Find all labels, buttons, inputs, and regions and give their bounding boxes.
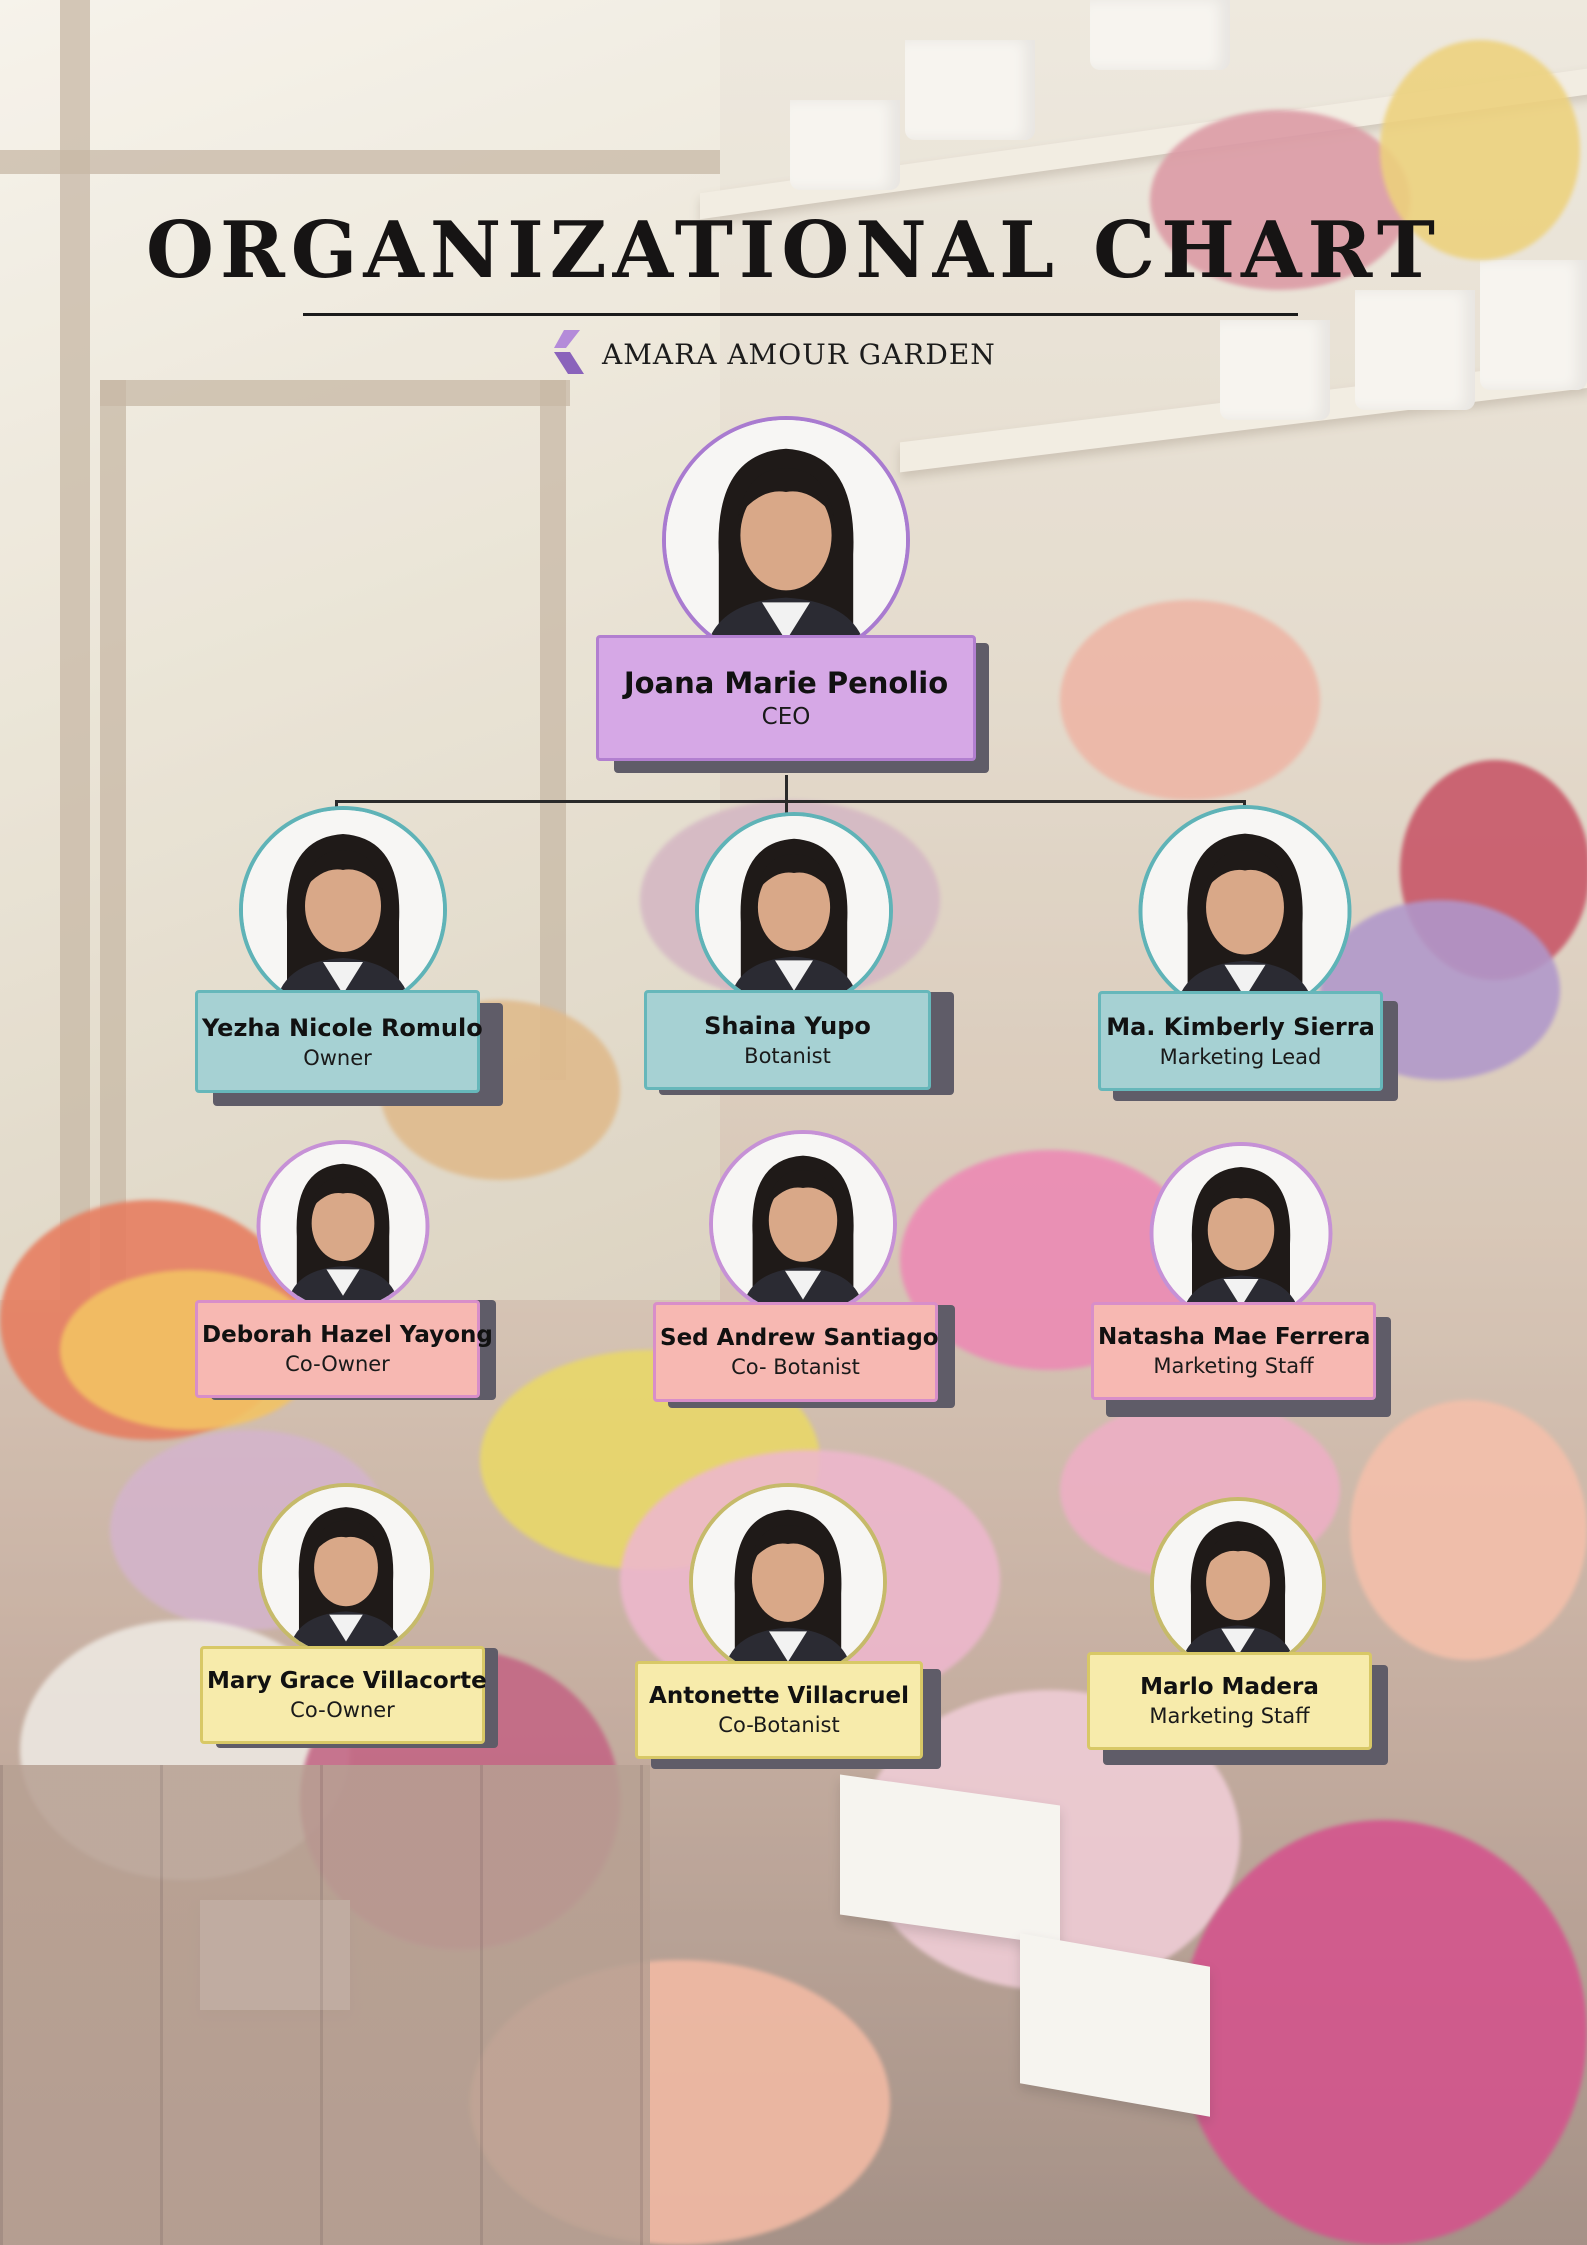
person-card: Antonette Villacruel Co-Botanist: [635, 1661, 923, 1759]
connector-botanist: [785, 800, 788, 820]
person-role: Botanist: [744, 1044, 831, 1068]
connector-horizontal: [335, 800, 1245, 803]
person-card: Joana Marie Penolio CEO: [596, 635, 976, 761]
person-role: Co-Botanist: [718, 1713, 840, 1737]
person-node-co-botanist: Sed Andrew Santiago Co- Botanist: [650, 1130, 955, 1420]
person-name: Joana Marie Penolio: [623, 666, 949, 700]
person-role: Marketing Lead: [1159, 1045, 1322, 1069]
person-role: Marketing Staff: [1153, 1354, 1314, 1378]
ceo-node: Joana Marie Penolio CEO: [596, 413, 989, 773]
person-name: Shaina Yupo: [704, 1012, 871, 1040]
avatar: [662, 416, 910, 664]
person-card: Shaina Yupo Botanist: [644, 990, 931, 1090]
avatar: [257, 1483, 434, 1659]
title-divider: [303, 313, 1298, 316]
person-name: Sed Andrew Santiago: [660, 1325, 939, 1351]
brand-logo-icon: [550, 330, 584, 378]
connector-ceo-down: [785, 775, 788, 802]
person-role: Owner: [303, 1045, 372, 1070]
person-card: Natasha Mae Ferrera Marketing Staff: [1091, 1302, 1376, 1400]
person-name: Yezha Nicole Romulo: [202, 1013, 483, 1042]
person-node-co-owner: Deborah Hazel Yayong Co-Owner: [193, 1140, 496, 1420]
person-card: Ma. Kimberly Sierra Marketing Lead: [1098, 991, 1383, 1091]
person-role: Marketing Staff: [1149, 1704, 1310, 1728]
avatar: [238, 806, 447, 1014]
person-role: CEO: [761, 704, 811, 730]
person-name: Marlo Madera: [1140, 1674, 1319, 1700]
brand-name: AMARA AMOUR GARDEN: [602, 337, 996, 371]
person-node-co-botanist-2: Antonette Villacruel Co-Botanist: [633, 1483, 943, 1783]
avatar: [708, 1130, 897, 1318]
brand: AMARA AMOUR GARDEN: [550, 330, 996, 378]
person-role: Co-Owner: [285, 1352, 390, 1376]
person-node-owner: Yezha Nicole Romulo Owner: [195, 803, 503, 1108]
person-role: Co-Owner: [290, 1698, 395, 1722]
person-name: Mary Grace Villacorte: [207, 1668, 487, 1694]
person-name: Deborah Hazel Yayong: [202, 1322, 493, 1348]
person-node-marketing-staff: Natasha Mae Ferrera Marketing Staff: [1088, 1142, 1393, 1422]
person-node-co-owner-2: Mary Grace Villacorte Co-Owner: [198, 1483, 498, 1763]
person-card: Mary Grace Villacorte Co-Owner: [200, 1646, 487, 1744]
person-card: Marlo Madera Marketing Staff: [1087, 1652, 1372, 1750]
avatar: [256, 1140, 430, 1313]
person-node-marketing-lead: Ma. Kimberly Sierra Marketing Lead: [1095, 803, 1398, 1103]
person-name: Ma. Kimberly Sierra: [1106, 1013, 1375, 1041]
avatar: [694, 812, 893, 1010]
tiled-floor: [0, 1765, 650, 2245]
person-node-botanist: Shaina Yupo Botanist: [641, 812, 954, 1112]
avatar: [689, 1483, 887, 1681]
avatar: [1138, 805, 1352, 1018]
person-card: Deborah Hazel Yayong Co-Owner: [195, 1300, 493, 1398]
person-card: Yezha Nicole Romulo Owner: [195, 990, 483, 1093]
person-name: Antonette Villacruel: [649, 1683, 909, 1709]
page-title: ORGANIZATIONAL CHART: [146, 205, 1441, 296]
avatar: [1149, 1497, 1326, 1673]
person-card: Sed Andrew Santiago Co- Botanist: [653, 1302, 939, 1402]
person-node-marketing-staff-2: Marlo Madera Marketing Staff: [1085, 1497, 1390, 1777]
person-role: Co- Botanist: [731, 1355, 860, 1379]
avatar: [1149, 1142, 1332, 1325]
person-name: Natasha Mae Ferrera: [1098, 1324, 1371, 1350]
